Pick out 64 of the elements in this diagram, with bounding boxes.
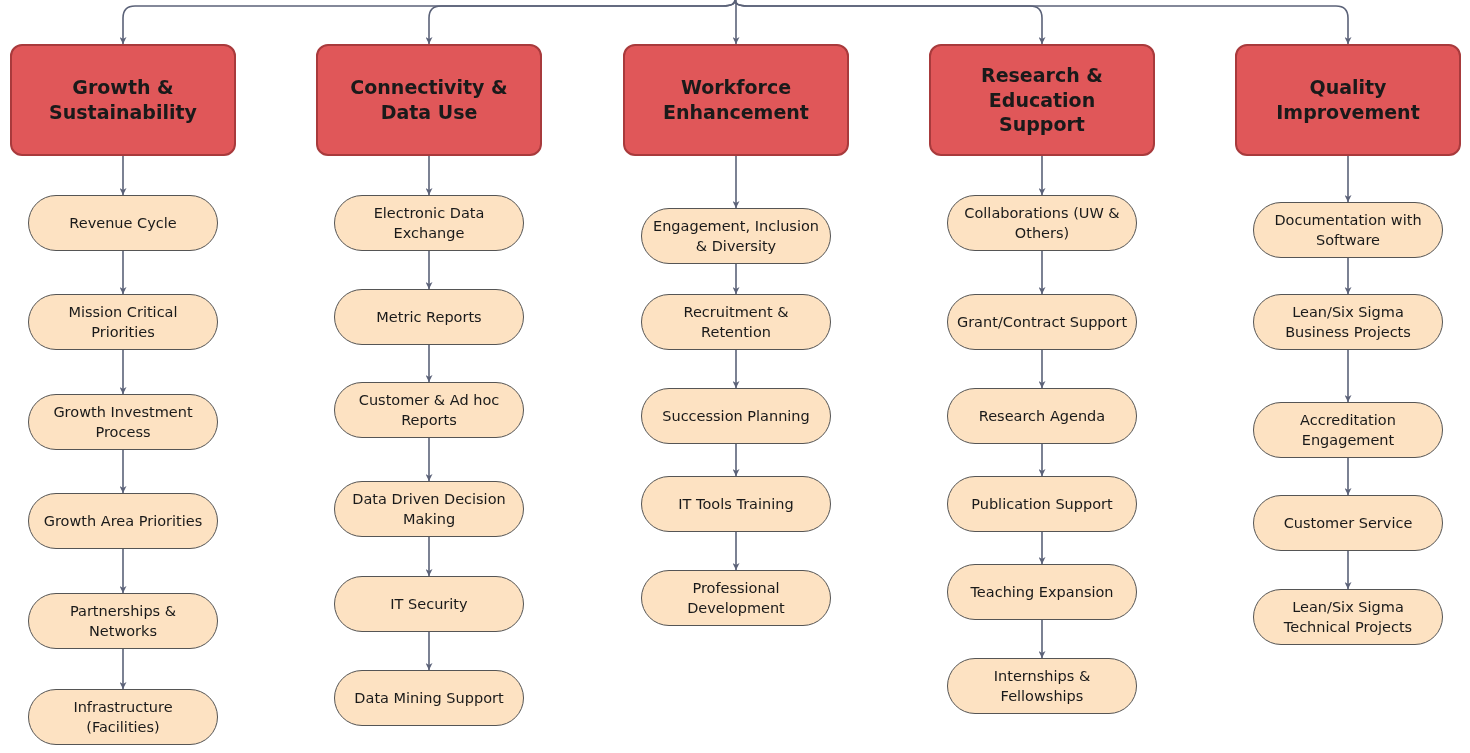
- item-pill: Internships & Fellowships: [947, 658, 1137, 714]
- arrow: [1038, 155, 1046, 196]
- arrow: [732, 0, 740, 45]
- arrow: [732, 443, 740, 477]
- item-pill: Lean/Six Sigma Business Projects: [1253, 294, 1443, 350]
- arrow: [732, 263, 740, 295]
- arrow: [1344, 457, 1352, 496]
- item-pill: Succession Planning: [641, 388, 831, 444]
- category-box: Growth & Sustainability: [10, 44, 236, 156]
- arrow: [734, 0, 1352, 45]
- item-pill: Data Driven Decision Making: [334, 481, 524, 537]
- item-pill: Documentation with Software: [1253, 202, 1443, 258]
- arrow: [1038, 443, 1046, 477]
- category-box: Research & Education Support: [929, 44, 1155, 156]
- arrow: [425, 155, 433, 196]
- item-pill: Mission Critical Priorities: [28, 294, 218, 350]
- item-pill: Growth Area Priorities: [28, 493, 218, 549]
- arrow: [119, 155, 127, 196]
- arrow: [425, 437, 433, 482]
- item-pill: Data Mining Support: [334, 670, 524, 726]
- item-pill: Recruitment & Retention: [641, 294, 831, 350]
- arrow: [425, 0, 736, 45]
- item-pill: Infrastructure (Facilities): [28, 689, 218, 745]
- arrow: [1038, 250, 1046, 295]
- arrow: [1344, 257, 1352, 295]
- item-pill: Metric Reports: [334, 289, 524, 345]
- arrow: [1344, 550, 1352, 590]
- arrow: [1038, 349, 1046, 389]
- item-pill: Research Agenda: [947, 388, 1137, 444]
- item-pill: Customer Service: [1253, 495, 1443, 551]
- arrow: [425, 536, 433, 577]
- item-pill: Professional Development: [641, 570, 831, 626]
- item-pill: Engagement, Inclusion & Diversity: [641, 208, 831, 264]
- item-pill: Revenue Cycle: [28, 195, 218, 251]
- arrow: [732, 349, 740, 389]
- arrow: [732, 531, 740, 571]
- arrow: [1344, 349, 1352, 403]
- arrow: [119, 648, 127, 690]
- arrow: [425, 344, 433, 383]
- item-pill: Publication Support: [947, 476, 1137, 532]
- arrow: [119, 548, 127, 594]
- arrow: [119, 449, 127, 494]
- item-pill: Grant/Contract Support: [947, 294, 1137, 350]
- item-pill: IT Security: [334, 576, 524, 632]
- category-box: Connectivity & Data Use: [316, 44, 542, 156]
- arrow: [425, 250, 433, 290]
- arrow: [1038, 619, 1046, 659]
- arrow: [732, 155, 740, 209]
- item-pill: Electronic Data Exchange: [334, 195, 524, 251]
- arrow: [119, 349, 127, 395]
- arrow: [1344, 155, 1352, 203]
- item-pill: Lean/Six Sigma Technical Projects: [1253, 589, 1443, 645]
- category-box: Workforce Enhancement: [623, 44, 849, 156]
- item-pill: Customer & Ad hoc Reports: [334, 382, 524, 438]
- arrow: [119, 250, 127, 295]
- item-pill: Collaborations (UW & Others): [947, 195, 1137, 251]
- arrow: [425, 631, 433, 671]
- category-box: Quality Improvement: [1235, 44, 1461, 156]
- item-pill: IT Tools Training: [641, 476, 831, 532]
- item-pill: Partnerships & Networks: [28, 593, 218, 649]
- item-pill: Growth Investment Process: [28, 394, 218, 450]
- item-pill: Accreditation Engagement: [1253, 402, 1443, 458]
- item-pill: Teaching Expansion: [947, 564, 1137, 620]
- arrow: [1038, 531, 1046, 565]
